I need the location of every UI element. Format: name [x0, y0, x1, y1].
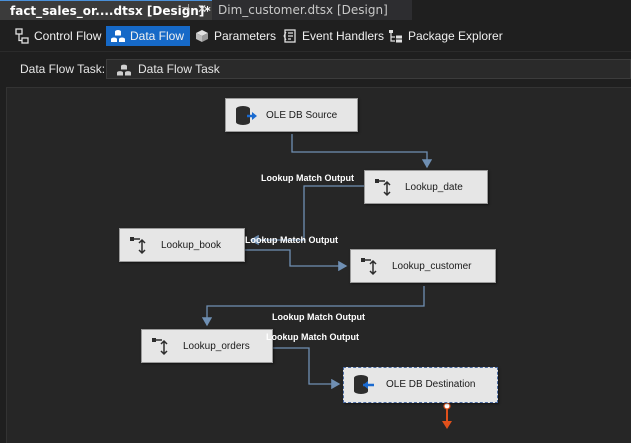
path-label-lookup-book-to-lookup-customer[interactable]: Lookup Match Output: [245, 235, 338, 245]
path-lookup-date-to-lookup-book: [249, 185, 364, 246]
task-selector-label: Data Flow Task:: [20, 62, 106, 76]
lookup-icon: [128, 234, 152, 258]
close-icon[interactable]: ✕: [197, 2, 208, 16]
task-selector-value: Data Flow Task: [138, 62, 220, 76]
task-selector-row: Data Flow Task: Data Flow Task: [0, 56, 631, 82]
path-lookup-book-to-lookup-customer: [245, 249, 348, 272]
document-tab-dim-customer[interactable]: Dim_customer.dtsx [Design]: [212, 0, 412, 20]
component-lookup-orders[interactable]: Lookup_orders: [141, 329, 273, 363]
ole-db-source-icon: [234, 104, 258, 128]
path-lookup-orders-to-destination: [273, 347, 341, 390]
component-ole-db-source[interactable]: OLE DB Source: [225, 98, 358, 132]
tab-package-explorer[interactable]: Package Explorer: [384, 26, 503, 46]
document-tab-strip: fact_sales_or....dtsx [Design]* ⊣ ✕ Dim_…: [0, 0, 631, 20]
path-source-to-lookup-date: [291, 134, 433, 169]
component-label: OLE DB Destination: [386, 379, 476, 390]
tab-label: Event Handlers: [302, 29, 385, 43]
control-flow-icon: [14, 28, 30, 44]
event-handlers-icon: [282, 28, 298, 44]
document-tab-label: fact_sales_or....dtsx [Design]*: [10, 3, 211, 18]
tab-control-flow[interactable]: Control Flow: [10, 26, 101, 46]
component-lookup-book[interactable]: Lookup_book: [119, 228, 245, 262]
component-label: OLE DB Source: [266, 110, 338, 121]
designer-tab-bar: Control Flow Data Flow Parameters Event …: [0, 20, 631, 52]
error-output-handle: [443, 402, 451, 410]
component-label: Lookup_book: [161, 240, 222, 251]
pin-icon[interactable]: ⊣: [181, 3, 190, 14]
path-label-lookup-orders-to-destination[interactable]: Lookup Match Output: [266, 332, 359, 342]
data-flow-task-icon: [116, 62, 132, 76]
tab-label: Package Explorer: [408, 29, 503, 43]
path-label-lookup-date-to-lookup-book[interactable]: Lookup Match Output: [261, 173, 354, 183]
package-explorer-icon: [388, 28, 404, 44]
component-ole-db-destination[interactable]: OLE DB Destination: [343, 367, 498, 403]
component-label: Lookup_orders: [183, 341, 250, 352]
data-paths: [201, 134, 452, 429]
data-flow-design-surface[interactable]: OLE DB Source Lookup_date Lookup_book Lo…: [6, 87, 631, 443]
data-flow-icon: [110, 28, 126, 44]
lookup-icon: [150, 335, 174, 359]
component-label: Lookup_date: [405, 182, 463, 193]
path-label-lookup-customer-to-lookup-orders[interactable]: Lookup Match Output: [272, 312, 365, 322]
data-flow-task-dropdown[interactable]: Data Flow Task: [106, 59, 631, 79]
tab-label: Control Flow: [34, 29, 102, 43]
component-label: Lookup_customer: [392, 261, 472, 272]
lookup-icon: [373, 176, 397, 200]
component-lookup-date[interactable]: Lookup_date: [364, 170, 488, 204]
tab-data-flow[interactable]: Data Flow: [106, 26, 191, 46]
document-tab-fact-sales[interactable]: fact_sales_or....dtsx [Design]* ⊣ ✕: [0, 0, 212, 20]
tab-parameters[interactable]: Parameters: [190, 26, 276, 46]
component-lookup-customer[interactable]: Lookup_customer: [350, 249, 496, 283]
tab-label: Data Flow: [130, 29, 185, 43]
parameters-icon: [194, 28, 210, 44]
lookup-icon: [359, 255, 383, 279]
tab-label: Parameters: [214, 29, 277, 43]
document-tab-label: Dim_customer.dtsx [Design]: [218, 3, 388, 17]
ole-db-destination-icon: [352, 373, 376, 397]
tab-event-handlers[interactable]: Event Handlers: [278, 26, 384, 46]
